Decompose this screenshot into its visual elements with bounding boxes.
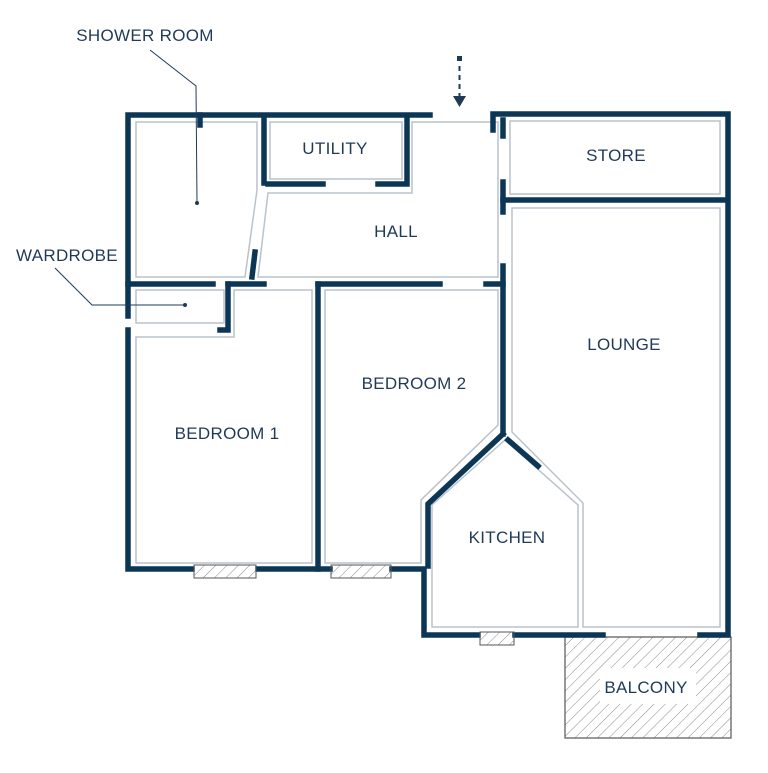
shower-room-label: SHOWER ROOM [76,26,214,45]
lounge-label: LOUNGE [587,335,661,354]
leader-lines [54,49,198,306]
windows [193,564,515,646]
wardrobe-marker-dot [183,303,187,307]
utility-label: UTILITY [302,139,368,158]
walls [125,111,731,638]
entrance-arrow-icon [453,56,466,107]
kitchen-label: KITCHEN [468,528,546,547]
store-label: STORE [586,146,646,165]
balcony-area [564,636,732,739]
balcony-label: BALCONY [604,678,688,697]
bedroom-1-label: BEDROOM 1 [174,424,280,443]
hall-label: HALL [374,222,418,241]
bedroom-2-label: BEDROOM 2 [361,374,467,393]
shower-room-marker-dot [195,201,199,205]
inner-room-outlines [135,120,721,628]
wardrobe-label: WARDROBE [16,246,118,265]
